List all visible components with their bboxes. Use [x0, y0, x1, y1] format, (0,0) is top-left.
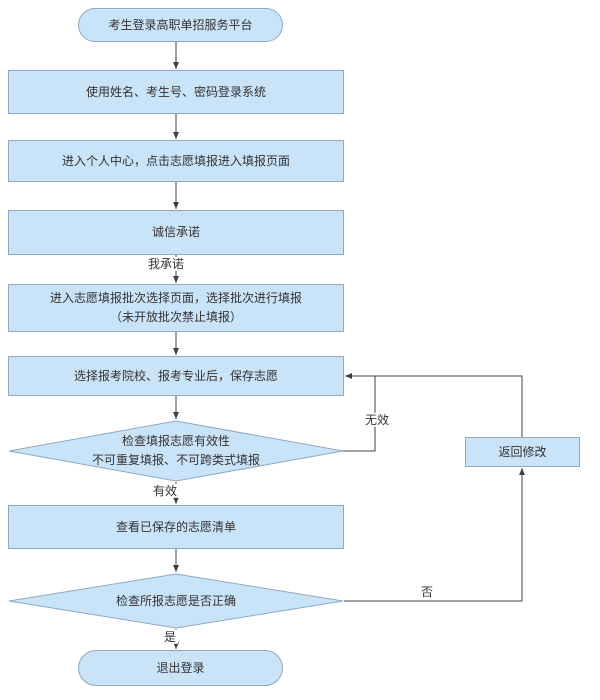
flow-node-login: 使用姓名、考生号、密码登录系统	[8, 70, 344, 114]
edge-label-invalid: 无效	[362, 412, 392, 428]
flow-node-batch-select-label: 进入志愿填报批次选择页面，选择批次进行填报 （未开放批次禁止填报）	[49, 291, 302, 324]
edge-label-yes: 是	[161, 629, 179, 645]
flow-node-logout: 退出登录	[78, 650, 283, 686]
flow-decision-check-valid-label: 检查填报志愿有效性 不可重复填报、不可跨类式填报	[91, 434, 260, 467]
flow-node-start: 考生登录高职单招服务平台	[78, 8, 283, 42]
flow-node-return-modify: 返回修改	[465, 437, 580, 467]
flow-node-return-modify-label: 返回修改	[498, 444, 547, 459]
edge-label-valid: 有效	[150, 483, 180, 499]
flow-decision-check-correct-label: 检查所报志愿是否正确	[115, 593, 236, 608]
edge-label-promise: 我承诺	[145, 256, 187, 272]
connector-return-to-save	[345, 373, 523, 437]
diamond-shape	[8, 573, 344, 629]
edge-label-no: 否	[418, 584, 436, 600]
flow-node-save-choice-label: 选择报考院校、报考专业后，保存志愿	[73, 368, 278, 383]
diamond-shape	[8, 420, 344, 482]
flow-node-view-list: 查看已保存的志愿清单	[8, 505, 344, 549]
flow-decision-check-correct: 检查所报志愿是否正确	[8, 573, 344, 629]
flow-node-personal-center: 进入个人中心，点击志愿填报进入填报页面	[8, 140, 344, 182]
flow-node-logout-label: 退出登录	[156, 660, 205, 675]
flow-node-integrity: 诚信承诺	[8, 210, 344, 255]
connector-no-to-return	[344, 468, 525, 602]
flow-node-personal-center-label: 进入个人中心，点击志愿填报进入填报页面	[61, 153, 290, 168]
flow-node-integrity-label: 诚信承诺	[151, 225, 200, 240]
flow-node-login-label: 使用姓名、考生号、密码登录系统	[85, 84, 266, 99]
flow-node-save-choice: 选择报考院校、报考专业后，保存志愿	[8, 356, 344, 396]
flow-node-view-list-label: 查看已保存的志愿清单	[115, 519, 236, 534]
flow-node-batch-select: 进入志愿填报批次选择页面，选择批次进行填报 （未开放批次禁止填报）	[8, 284, 344, 332]
flow-node-start-label: 考生登录高职单招服务平台	[108, 17, 253, 32]
flow-decision-check-valid: 检查填报志愿有效性 不可重复填报、不可跨类式填报	[8, 420, 344, 482]
